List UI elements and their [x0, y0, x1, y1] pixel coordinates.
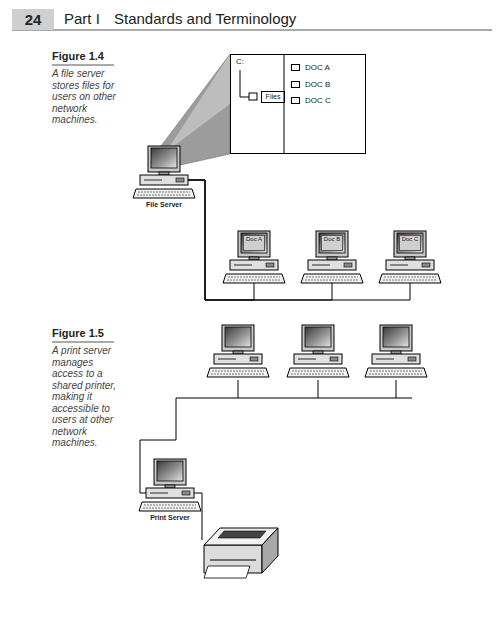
screen-text: Doc B: [321, 235, 343, 251]
computer-icon: [138, 458, 202, 514]
folder-icon: [249, 93, 257, 100]
figure-caption: A file server stores files for users on …: [52, 68, 122, 126]
workstation: [365, 325, 427, 377]
document-icon: [291, 64, 300, 71]
figure-number: Figure 1.5: [52, 327, 142, 340]
client-computer: Doc B: [300, 230, 364, 286]
zoom-panel: C: Files DOC A DOC B DOC C: [230, 54, 366, 154]
header-rule: [12, 30, 492, 31]
document-icon: [291, 81, 300, 88]
client-computer: Doc A: [222, 230, 286, 286]
document-item: DOC B: [291, 79, 363, 91]
document-item: DOC C: [291, 95, 363, 107]
printer-cable: [194, 493, 202, 540]
figure-rule: [52, 342, 114, 343]
screen-text: Doc C: [399, 235, 421, 251]
folder-name: Files: [262, 93, 284, 101]
client-computer: Doc C: [378, 230, 442, 286]
workstation: [207, 325, 269, 377]
screen-text: Doc A: [243, 235, 265, 251]
computer-label: File Server: [122, 201, 206, 209]
document-icon: [291, 97, 300, 104]
printer: [204, 528, 278, 578]
computer-shape: [133, 146, 195, 198]
figure-number: Figure 1.4: [52, 50, 142, 63]
computer-icon: [132, 145, 196, 201]
figure-caption: A print server manages access to a share…: [52, 345, 126, 449]
computer-shape: [379, 231, 441, 283]
computer-shape: [139, 459, 201, 511]
computer-shape: [301, 231, 363, 283]
server-computer: File Server: [132, 145, 196, 211]
computer-label: Print Server: [128, 514, 212, 522]
server-computer: Print Server: [138, 458, 202, 524]
drive-label: C:: [236, 57, 244, 66]
document-name: DOC C: [305, 96, 331, 105]
computer-shape: [223, 231, 285, 283]
chapter-title: Standards and Terminology: [114, 10, 296, 27]
network-cable: [188, 180, 410, 300]
panel-divider: [284, 54, 285, 154]
zoom-cone-light: [166, 54, 230, 152]
workstation: [287, 325, 349, 377]
figure-rule: [52, 65, 114, 66]
document-name: DOC B: [305, 80, 330, 89]
part-label: Part I: [64, 10, 100, 27]
folder-box: Files: [261, 91, 285, 103]
document-item: DOC A: [291, 62, 363, 74]
document-name: DOC A: [305, 63, 330, 72]
page-number: 24: [12, 9, 54, 30]
